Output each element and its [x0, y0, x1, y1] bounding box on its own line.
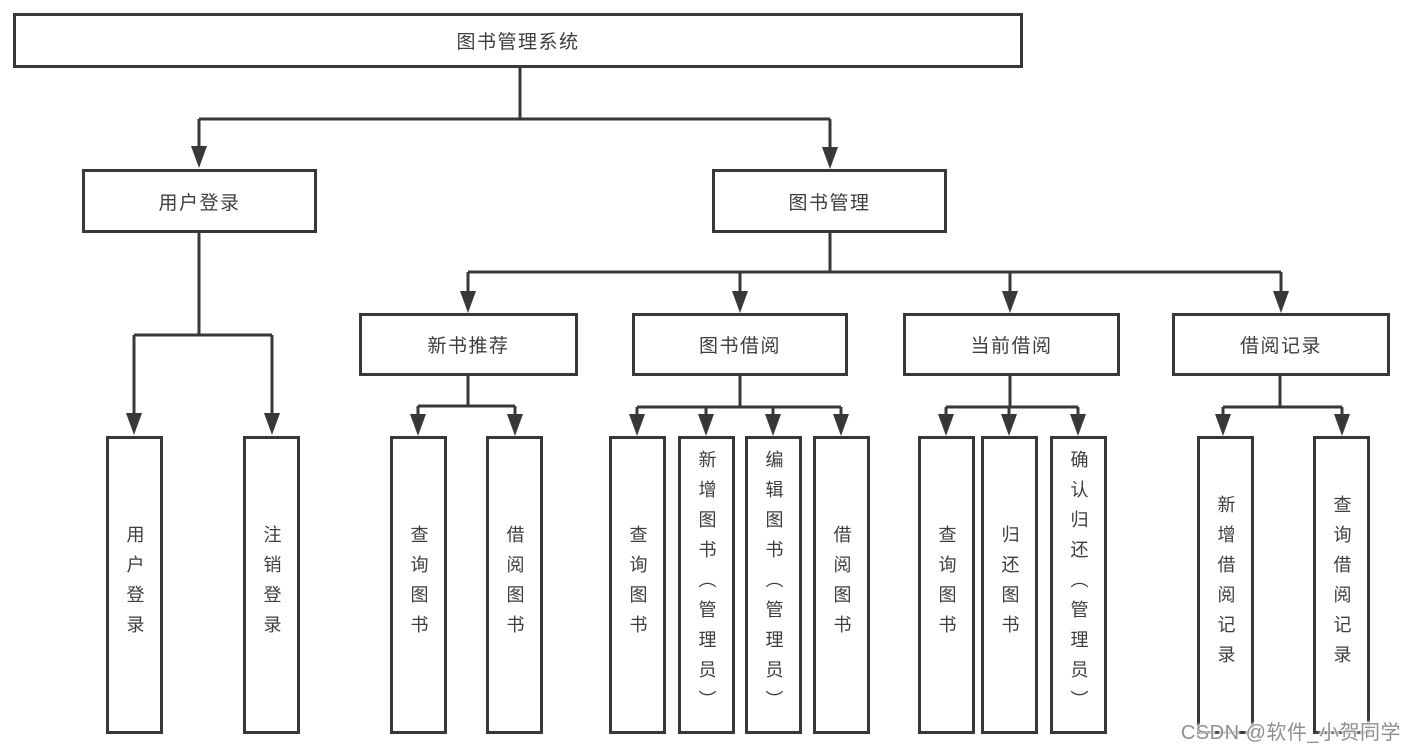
leaf-query-books-current: 查询图书 — [918, 436, 975, 734]
leaf-label: 查询图书 — [936, 525, 957, 645]
leaf-query-borrow-record: 查询借阅记录 — [1313, 436, 1370, 734]
leaf-add-borrow-record: 新增借阅记录 — [1197, 436, 1254, 734]
node-user-login: 用户登录 — [82, 169, 317, 233]
connector-book-borrow-children — [629, 376, 849, 436]
leaf-logout: 注销登录 — [243, 436, 300, 734]
leaf-label: 新增借阅记录 — [1215, 495, 1236, 675]
leaf-add-books-admin: 新增图书（管理员） — [678, 436, 735, 734]
csdn-watermark: CSDN @软件_小贺同学 — [1180, 722, 1401, 744]
leaf-query-books-recommend: 查询图书 — [390, 436, 447, 734]
leaf-borrow-books: 借阅图书 — [813, 436, 870, 734]
leaf-borrow-books-recommend: 借阅图书 — [486, 436, 543, 734]
connector-book-management-children — [460, 233, 1289, 313]
node-new-book-recommend: 新书推荐 — [359, 313, 578, 376]
node-current-borrow: 当前借阅 — [903, 313, 1120, 376]
connector-current-borrow-children — [938, 376, 1086, 436]
connector-user-login-children — [126, 233, 280, 435]
node-borrow-records: 借阅记录 — [1172, 313, 1390, 376]
leaf-label: 用户登录 — [124, 525, 145, 645]
leaf-label: 确认归还（管理员） — [1068, 450, 1089, 720]
leaf-return-books: 归还图书 — [981, 436, 1038, 734]
leaf-confirm-return-admin: 确认归还（管理员） — [1050, 436, 1107, 734]
leaf-edit-books-admin: 编辑图书（管理员） — [745, 436, 802, 734]
leaf-label: 新增图书（管理员） — [696, 450, 717, 720]
leaf-label: 借阅图书 — [831, 525, 852, 645]
node-book-borrow: 图书借阅 — [632, 313, 848, 376]
leaf-label: 编辑图书（管理员） — [763, 450, 784, 720]
leaf-label: 查询图书 — [627, 525, 648, 645]
leaf-query-books-borrow: 查询图书 — [609, 436, 666, 734]
connector-new-book-recommend-children — [410, 376, 523, 436]
leaf-label: 归还图书 — [999, 525, 1020, 645]
node-library-management-system: 图书管理系统 — [13, 13, 1023, 68]
node-book-management: 图书管理 — [712, 169, 947, 233]
connector-root-to-level2 — [191, 68, 838, 169]
leaf-user-login: 用户登录 — [106, 436, 163, 734]
leaf-label: 查询借阅记录 — [1331, 495, 1352, 675]
leaf-label: 查询图书 — [408, 525, 429, 645]
leaf-label: 借阅图书 — [504, 525, 525, 645]
connector-borrow-records-children — [1215, 376, 1350, 436]
leaf-label: 注销登录 — [261, 525, 282, 645]
